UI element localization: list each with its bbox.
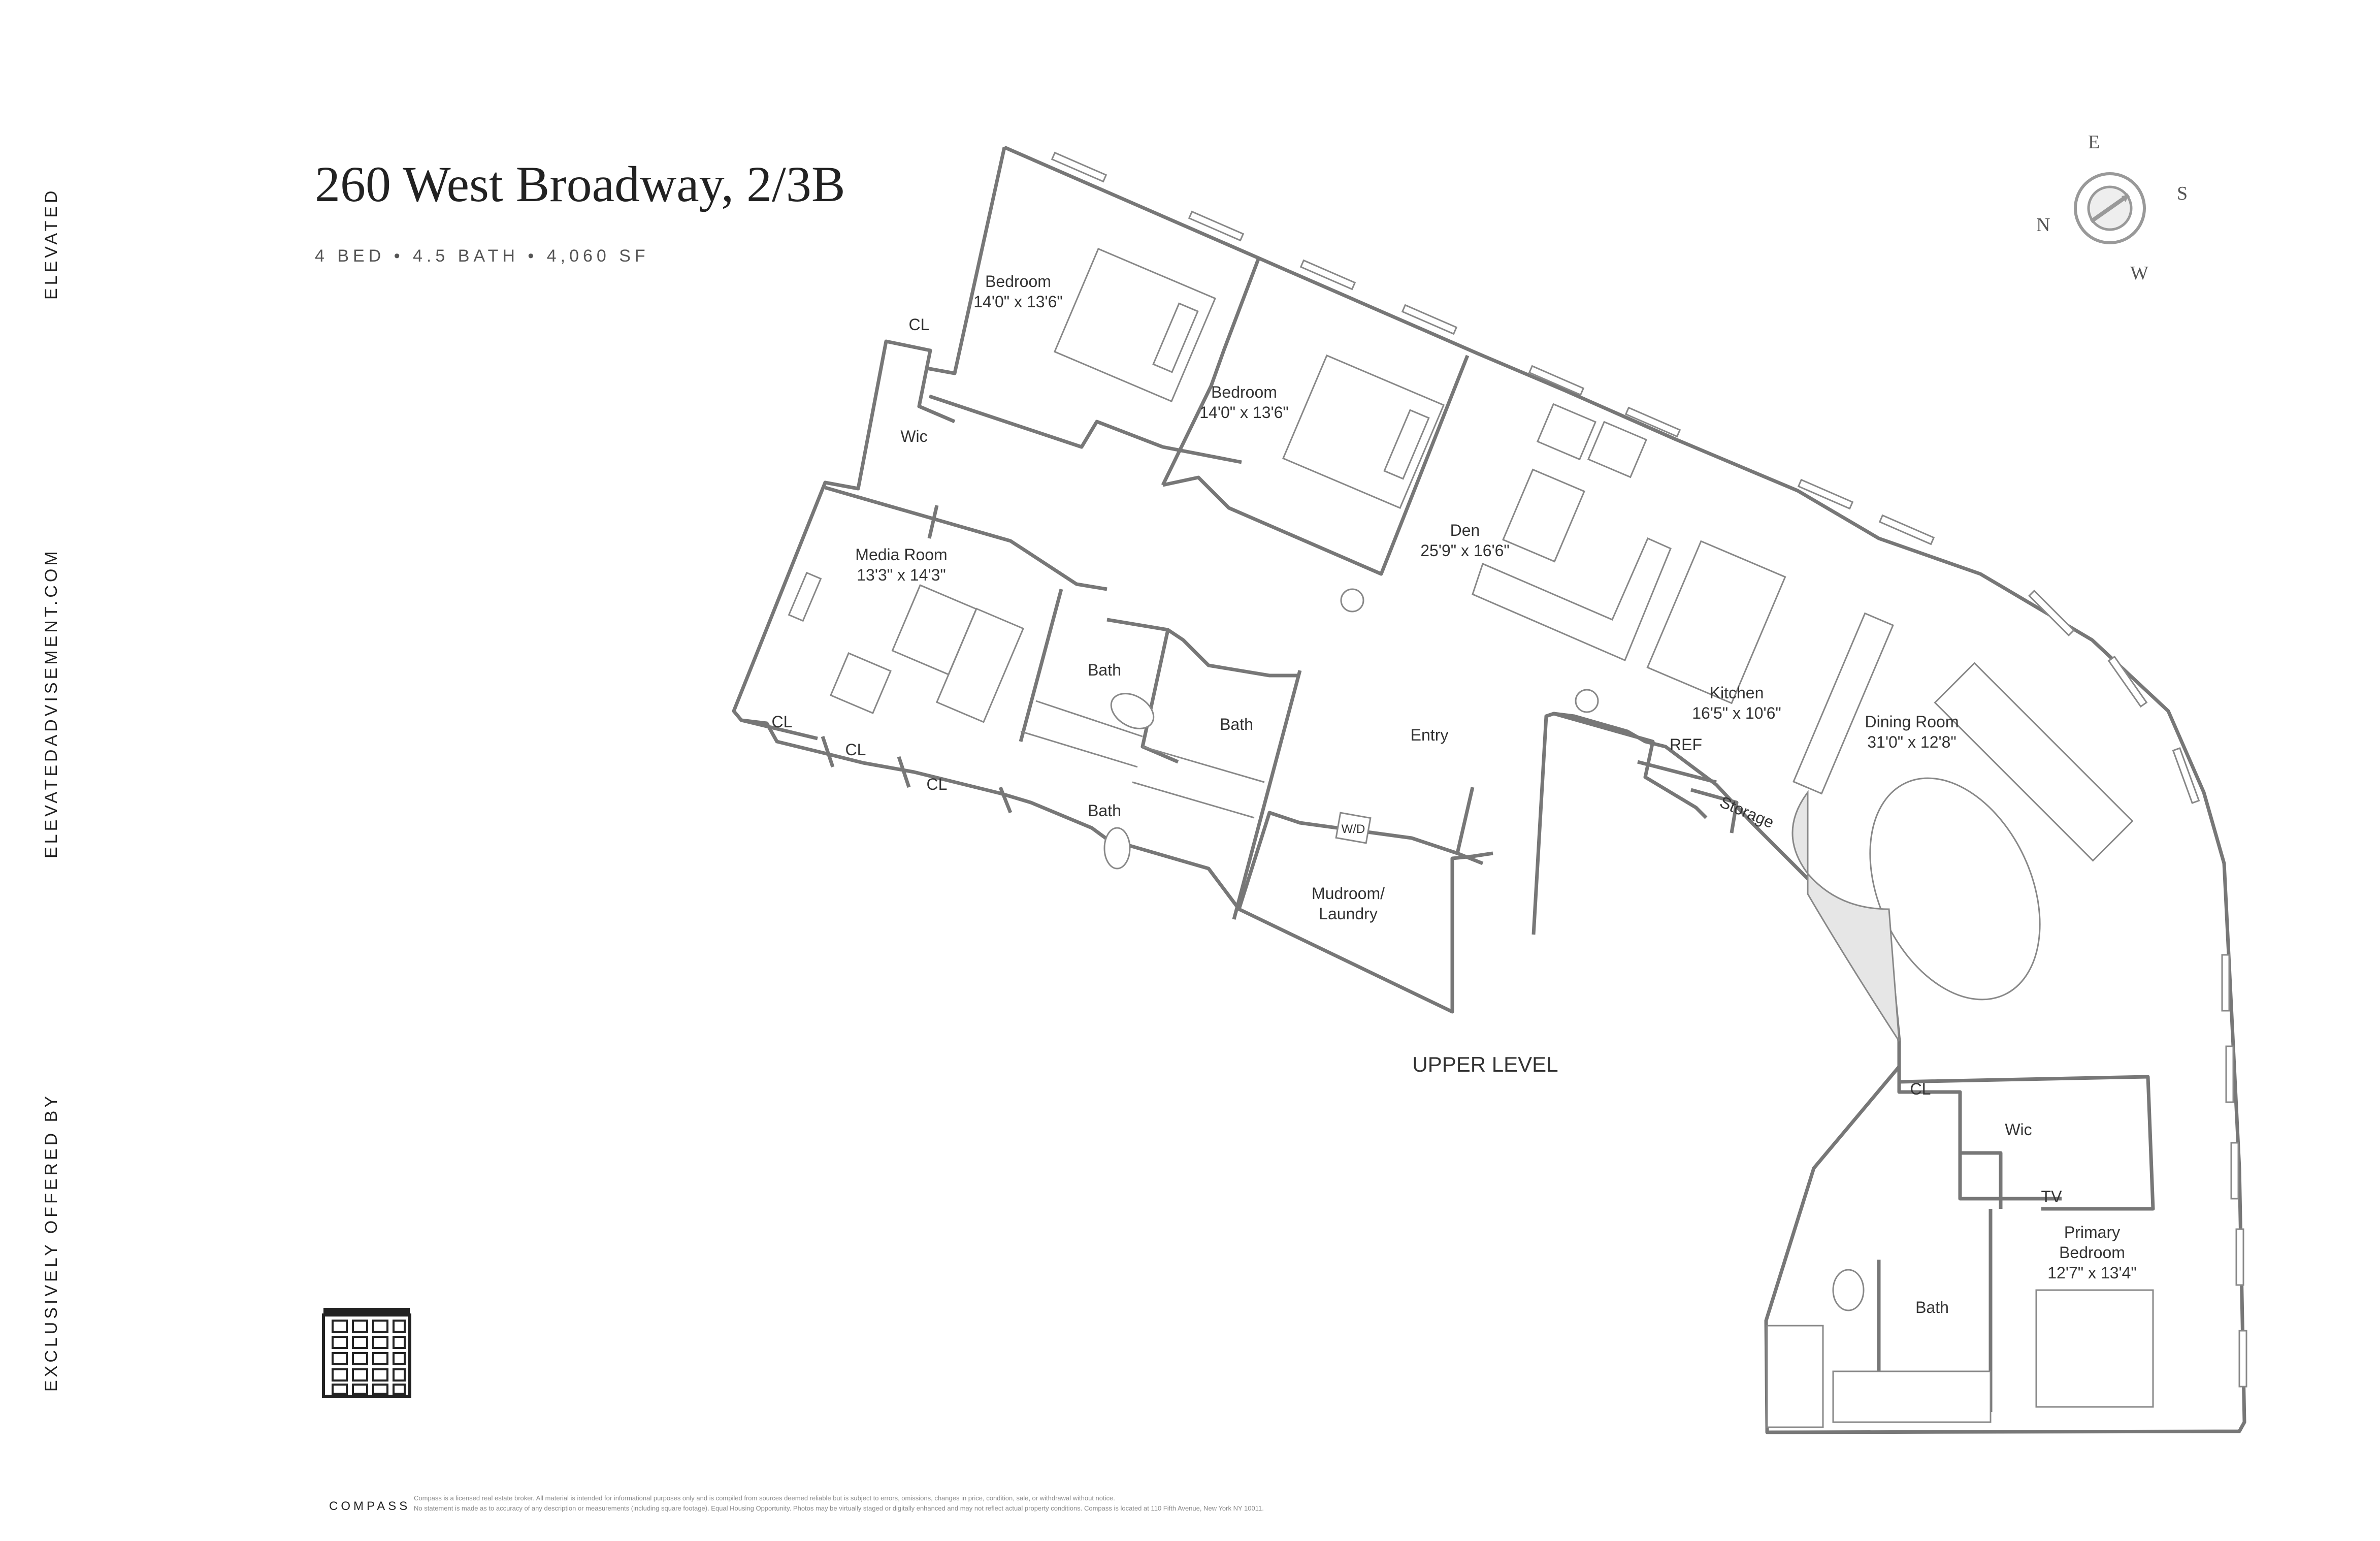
room-bedroom-2-dims: 14'0" x 13'6" xyxy=(1199,403,1289,422)
room-dining-dims: 31'0" x 12'8" xyxy=(1867,733,1957,751)
listing-address: 260 West Broadway, 2/3B xyxy=(315,156,845,212)
label-storage: Storage xyxy=(1717,793,1777,832)
disclaimer: Compass is a licensed real estate broker… xyxy=(414,1493,1633,1514)
compass-w: W xyxy=(2130,263,2148,284)
room-kitchen-dims: 16'5" x 10'6" xyxy=(1692,704,1781,722)
compass-logo[interactable]: COMPASS xyxy=(329,1499,411,1513)
room-media-dims: 13'3" x 14'3" xyxy=(857,566,946,584)
label-wd: W/D xyxy=(1342,822,1365,836)
room-mudroom-line1: Mudroom/ xyxy=(1312,884,1385,903)
label-bath-1: Bath xyxy=(1088,661,1121,679)
room-media-name: Media Room xyxy=(855,545,947,564)
label-cl-3: CL xyxy=(845,741,866,759)
disclaimer-line-1: Compass is a licensed real estate broker… xyxy=(414,1494,1115,1502)
room-mudroom-line2: Laundry xyxy=(1319,905,1378,923)
label-cl-5: CL xyxy=(1910,1080,1931,1098)
disclaimer-line-2: No statement is made as to accuracy of a… xyxy=(414,1504,1264,1512)
compass-n: N xyxy=(2036,214,2050,236)
label-bath-2: Bath xyxy=(1220,715,1253,733)
room-primary-line2: Bedroom xyxy=(2059,1243,2125,1262)
room-den-dims: 25'9" x 16'6" xyxy=(1420,541,1510,560)
compass-s: S xyxy=(2177,183,2188,204)
label-cl-1: CL xyxy=(909,315,930,334)
level-label: UPPER LEVEL xyxy=(1412,1052,1558,1076)
room-dining-name: Dining Room xyxy=(1865,713,1959,731)
room-primary-line1: Primary xyxy=(2064,1223,2120,1241)
building-outline xyxy=(732,145,2247,1434)
label-bath-4: Bath xyxy=(1915,1298,1949,1317)
room-primary-dims: 12'7" x 13'4" xyxy=(2047,1264,2137,1282)
label-wic-1: Wic xyxy=(900,427,927,445)
room-bedroom-2-name: Bedroom xyxy=(1211,383,1277,401)
label-tv: TV xyxy=(2041,1187,2063,1206)
label-cl-2: CL xyxy=(772,713,793,731)
building-logo-icon xyxy=(322,1308,411,1398)
label-cl-4: CL xyxy=(927,775,948,793)
compass-e: E xyxy=(2088,132,2100,153)
room-bedroom-1-dims: 14'0" x 13'6" xyxy=(973,293,1063,311)
room-bedroom-1-name: Bedroom xyxy=(985,272,1051,291)
label-wic-2: Wic xyxy=(2005,1120,2032,1139)
room-kitchen-name: Kitchen xyxy=(1710,684,1764,702)
interior-walls xyxy=(741,255,2155,1422)
label-bath-3: Bath xyxy=(1088,801,1121,820)
label-ref: REF xyxy=(1670,735,1702,754)
furniture xyxy=(788,247,2154,1428)
label-entry: Entry xyxy=(1411,726,1449,744)
window-segments xyxy=(1051,151,2247,1388)
room-labels: Bedroom 14'0" x 13'6" Bedroom 14'0" x 13… xyxy=(772,272,2137,1317)
compass-icon: E S W N xyxy=(2036,132,2188,284)
room-den-name: Den xyxy=(1450,521,1480,539)
listing-summary: 4 BED • 4.5 BATH • 4,060 SF xyxy=(315,246,649,266)
